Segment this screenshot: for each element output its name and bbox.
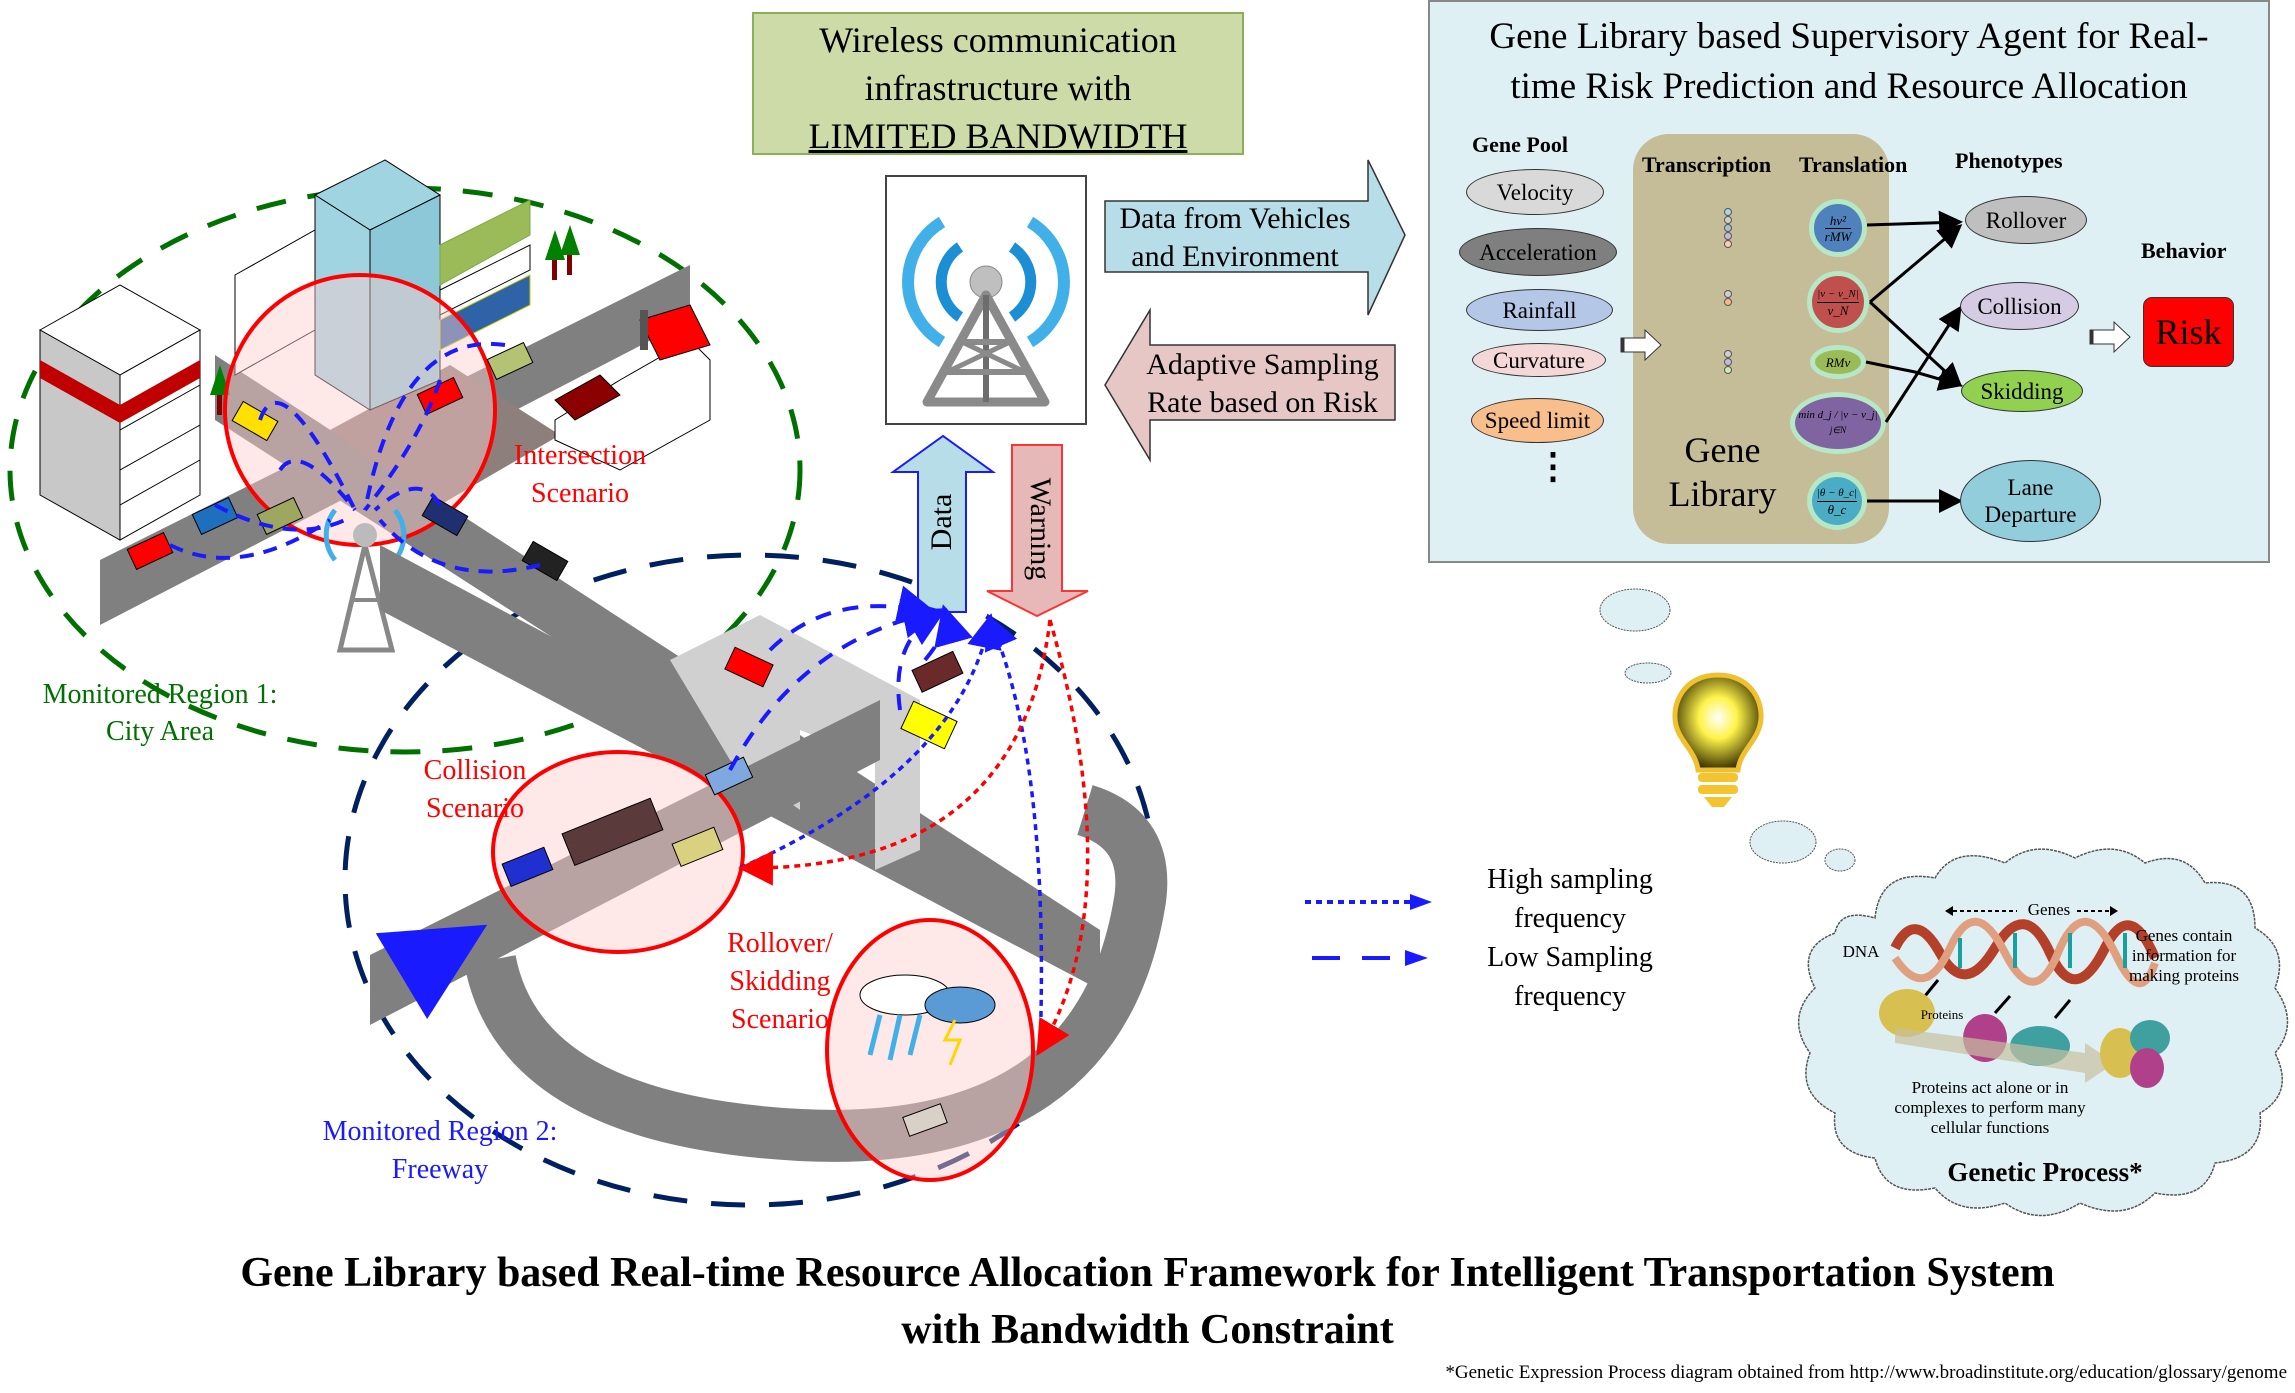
legend-lines: [1305, 894, 1432, 966]
region1-boundary: [7, 185, 803, 755]
dna-label: DNA: [1842, 942, 1880, 961]
genetic-process-title: Genetic Process*: [1947, 1157, 2143, 1187]
rollover-scenario-label: Rollover/ Skidding Scenario: [727, 928, 833, 1035]
base-station-tower-icon: [885, 175, 1087, 425]
warning-arrow-label: Warning: [1024, 477, 1057, 581]
freeway-loop: [464, 785, 1168, 1162]
gene-pool-header: Gene Pool: [1472, 132, 1568, 157]
freeway-lower: [370, 700, 880, 1025]
genes-label: Genes: [2027, 900, 2071, 919]
genetic-process-cloud: [1797, 848, 2289, 1217]
phenotypes-header: Phenotypes: [1955, 148, 2063, 173]
gene-lane-angle-formula: |θ − θ_c|θ_c: [1807, 472, 1867, 530]
collision-scenario-label: Collision Scenario: [423, 755, 527, 824]
footnote: *Genetic Expression Process diagram obta…: [1445, 1362, 2287, 1383]
transcription-header: Transcription: [1642, 152, 1772, 177]
warning-links: [738, 619, 1090, 1057]
data-arrow-label: Data: [925, 493, 958, 551]
city-tower-icon: [323, 508, 407, 653]
collision-vehicles: [501, 797, 724, 888]
phenotype-rollover: Rollover: [1965, 196, 2087, 244]
region2-label: Monitored Region 2: Freeway: [322, 1116, 558, 1185]
wireless-infrastructure-box: Wireless communication infrastructure wi…: [752, 12, 1244, 156]
region1-label: Monitored Region 1: City Area: [42, 679, 278, 747]
behavior-risk: Risk: [2143, 297, 2234, 367]
thought-bubbles: [1599, 588, 1856, 872]
gene-rmv-formula: RMv: [1810, 345, 1866, 379]
gene-pool-to-library-arrow: [1620, 328, 1662, 362]
figure-title: Gene Library based Real-time Resource Al…: [240, 1250, 2055, 1353]
gene-phenotype-links: [1865, 210, 1963, 513]
legend-low-label: Low Sampling frequency: [1487, 942, 1653, 1012]
gene-pool-speed-limit: Speed limit: [1471, 398, 1604, 443]
genes-contain-text: Genes contain information for making pro…: [2128, 926, 2239, 985]
data-up-arrow: [889, 434, 997, 613]
legend-text: High sampling frequency Low Sampling fre…: [1460, 860, 1680, 1016]
gene-min-distance-formula: min d_j / |v − v_j|j∈N: [1790, 392, 1886, 454]
phenotype-collision: Collision: [1960, 282, 2079, 330]
proteins-act-text: Proteins act alone or in complexes to pe…: [1894, 1078, 2086, 1137]
warning-down-arrow: [986, 444, 1089, 618]
traffic-scene: [7, 159, 1168, 1208]
protein-blobs-icon: [1879, 989, 2170, 1088]
proteins-label: Proteins: [1920, 1007, 1964, 1022]
intersection-scenario-label: Intersection Scenario: [513, 440, 647, 509]
gene-pool-rainfall: Rainfall: [1466, 289, 1613, 331]
phenotype-skidding: Skidding: [1961, 370, 2083, 412]
agent-title: Gene Library based Supervisory Agent for…: [1489, 16, 2209, 107]
skidding-car: [902, 1103, 948, 1137]
city-cars: [126, 341, 569, 582]
phenotypes-to-behavior-arrow: [2089, 320, 2131, 354]
data-from-vehicles-label: Data from Vehicles and Environment: [1119, 202, 1351, 273]
intersection-links: [169, 341, 541, 574]
building-green: [439, 199, 531, 351]
gene-pool-velocity: Velocity: [1466, 169, 1604, 215]
freeway-low-links: [728, 585, 973, 771]
gene-pool-curvature: Curvature: [1472, 343, 1606, 377]
gene-library-label: Gene Library: [1668, 430, 1777, 514]
direction-arrow: [375, 924, 488, 1020]
legend-high-label: High sampling frequency: [1487, 864, 1653, 934]
gene-speed-deviation-formula: |v − v_N|v_N: [1807, 271, 1869, 333]
supervisory-agent-panel: Gene Library based Supervisory Agent for…: [1428, 0, 2270, 563]
adaptive-sampling-arrow: [1104, 307, 1396, 463]
adaptive-sampling-label: Adaptive Sampling Rate based on Risk: [1146, 348, 1379, 419]
factory: [554, 304, 711, 471]
gene-pool-acceleration: Acceleration: [1459, 228, 1617, 276]
lightbulb-icon: [1672, 672, 1764, 807]
phenotype-lane-departure: Lane Departure: [1960, 460, 2101, 542]
data-to-agent-arrow: [1104, 159, 1406, 316]
translation-header: Translation: [1799, 152, 1908, 177]
gene-pool-more-icon: ⋮: [1535, 446, 1571, 486]
dna-helix-icon: [1890, 917, 2160, 987]
behavior-header: Behavior: [2141, 238, 2227, 263]
building-left: [38, 284, 202, 541]
storm-icon: [859, 974, 996, 1066]
